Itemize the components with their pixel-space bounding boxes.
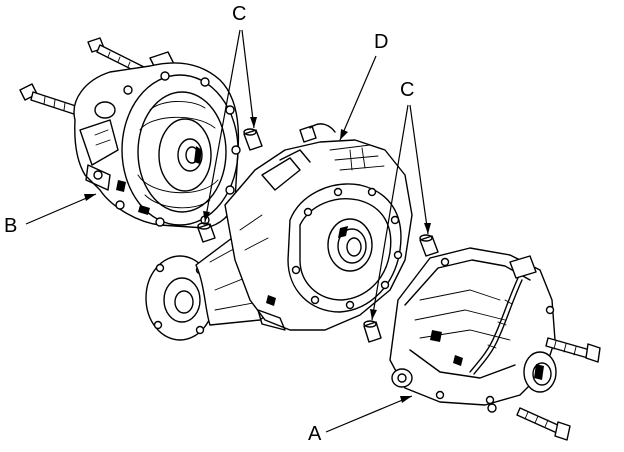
component-d-housing	[145, 123, 413, 341]
callout-c-left: C	[232, 3, 247, 25]
component-a-housing	[389, 247, 557, 406]
leader-c-left-to-lower-pin	[204, 29, 241, 223]
leader-lines	[25, 29, 431, 433]
bolt-a-upper	[545, 337, 601, 363]
leader-b	[25, 193, 97, 225]
callout-c-right: C	[400, 79, 415, 101]
dowel-pin-c-left-upper	[243, 128, 263, 151]
leader-c-right-to-upper-pin	[409, 104, 429, 235]
leader-c-left-to-upper-pin	[241, 29, 255, 129]
dowel-pin-c-right-lower	[363, 320, 382, 343]
flange-bolt-heads-d	[291, 187, 403, 310]
callout-b: B	[4, 215, 18, 237]
callout-a: A	[308, 423, 322, 445]
component-b-housing	[19, 37, 241, 229]
callout-d: D	[374, 31, 389, 53]
flange-bolt-heads-b	[93, 71, 241, 227]
bolt-b-left	[19, 83, 83, 117]
dowel-pin-c-left-lower	[197, 222, 216, 243]
bolt-a-lower	[487, 403, 571, 441]
leader-c-right-to-lower-pin	[371, 104, 409, 321]
harness-a	[469, 255, 537, 375]
leader-a	[325, 395, 413, 433]
dowel-pin-c-right-upper	[419, 234, 439, 257]
leader-d	[339, 55, 377, 141]
companion-flange	[145, 255, 215, 341]
